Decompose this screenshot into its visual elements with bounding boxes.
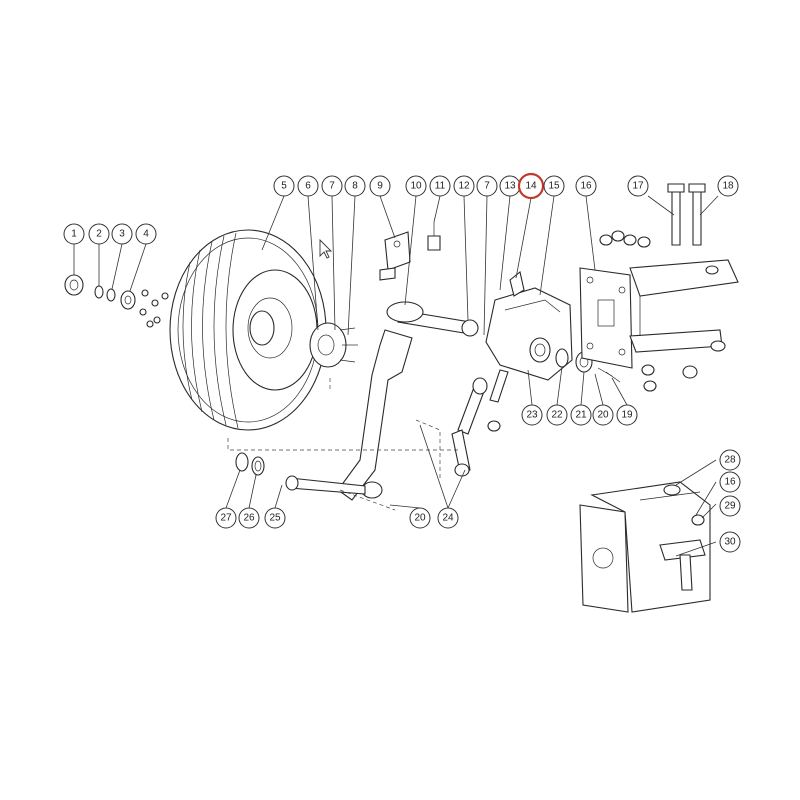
svg-text:28: 28 xyxy=(724,455,736,466)
svg-text:10: 10 xyxy=(410,181,422,192)
frame-mount xyxy=(579,259,739,369)
callout-21[interactable]: 21 xyxy=(570,404,592,426)
svg-text:30: 30 xyxy=(724,537,736,548)
svg-text:20: 20 xyxy=(597,410,609,421)
callout-9[interactable]: 9 xyxy=(369,175,391,197)
callout-14[interactable]: 14 xyxy=(517,172,545,200)
callout-13[interactable]: 13 xyxy=(499,175,521,197)
callout-3[interactable]: 3 xyxy=(111,223,133,245)
svg-text:20: 20 xyxy=(414,513,426,524)
callout-26[interactable]: 26 xyxy=(238,507,260,529)
svg-text:13: 13 xyxy=(504,181,516,192)
svg-text:23: 23 xyxy=(526,410,538,421)
steering-arm xyxy=(285,329,413,501)
svg-text:21: 21 xyxy=(575,410,587,421)
svg-text:27: 27 xyxy=(220,513,232,524)
tire xyxy=(169,229,327,431)
callout-16b[interactable]: 16 xyxy=(719,471,741,493)
mouse-cursor-icon xyxy=(319,238,333,259)
svg-text:6: 6 xyxy=(305,181,311,192)
callout-30[interactable]: 30 xyxy=(719,531,741,553)
svg-text:7: 7 xyxy=(484,181,490,192)
callout-23[interactable]: 23 xyxy=(521,404,543,426)
callout-7a[interactable]: 7 xyxy=(321,175,343,197)
axle-shaft xyxy=(386,301,479,337)
callout-4[interactable]: 4 xyxy=(135,223,157,245)
steering-cylinder xyxy=(451,369,509,477)
pin xyxy=(427,222,441,251)
callout-1[interactable]: 1 xyxy=(63,223,85,245)
callout-2[interactable]: 2 xyxy=(88,223,110,245)
svg-text:17: 17 xyxy=(632,181,644,192)
svg-text:19: 19 xyxy=(621,410,633,421)
svg-text:15: 15 xyxy=(548,181,560,192)
callout-12[interactable]: 12 xyxy=(453,175,475,197)
callout-7b[interactable]: 7 xyxy=(476,175,498,197)
svg-text:22: 22 xyxy=(551,410,563,421)
callout-5[interactable]: 5 xyxy=(273,175,295,197)
callout-17[interactable]: 17 xyxy=(627,175,649,197)
callout-19[interactable]: 19 xyxy=(616,404,638,426)
svg-text:9: 9 xyxy=(377,181,383,192)
svg-text:26: 26 xyxy=(243,513,255,524)
inset-assembly xyxy=(579,481,711,613)
svg-text:12: 12 xyxy=(458,181,470,192)
callout-24[interactable]: 24 xyxy=(437,507,459,529)
svg-text:2: 2 xyxy=(96,229,102,240)
spindle-bracket xyxy=(485,271,573,381)
nut-cluster xyxy=(599,230,726,392)
callout-20b[interactable]: 20 xyxy=(409,507,431,529)
svg-text:7: 7 xyxy=(329,181,335,192)
callout-8[interactable]: 8 xyxy=(344,175,366,197)
lower-bushings xyxy=(235,452,265,476)
svg-text:14: 14 xyxy=(525,181,537,192)
callout-16a[interactable]: 16 xyxy=(575,175,597,197)
mount-bolts xyxy=(667,183,706,246)
callout-28[interactable]: 28 xyxy=(719,449,741,471)
clevis-link xyxy=(379,231,411,281)
callout-25[interactable]: 25 xyxy=(264,507,286,529)
callout-29[interactable]: 29 xyxy=(719,495,741,517)
svg-text:16: 16 xyxy=(724,477,736,488)
svg-text:4: 4 xyxy=(143,229,149,240)
svg-text:5: 5 xyxy=(281,181,287,192)
hub-nut-stack xyxy=(64,274,169,328)
svg-text:18: 18 xyxy=(722,181,734,192)
callout-18[interactable]: 18 xyxy=(717,175,739,197)
svg-text:16: 16 xyxy=(580,181,592,192)
callout-11[interactable]: 11 xyxy=(429,175,451,197)
wheel-hub xyxy=(309,322,358,368)
callout-10[interactable]: 10 xyxy=(405,175,427,197)
svg-text:1: 1 xyxy=(71,229,77,240)
callout-22[interactable]: 22 xyxy=(546,404,568,426)
svg-text:3: 3 xyxy=(119,229,125,240)
callout-27[interactable]: 27 xyxy=(215,507,237,529)
assembly-guides xyxy=(227,378,460,511)
callout-6[interactable]: 6 xyxy=(297,175,319,197)
leader-lines xyxy=(73,195,719,557)
callout-20a[interactable]: 20 xyxy=(592,404,614,426)
svg-text:29: 29 xyxy=(724,501,736,512)
svg-text:8: 8 xyxy=(352,181,358,192)
callout-15[interactable]: 15 xyxy=(543,175,565,197)
svg-text:11: 11 xyxy=(435,181,446,192)
svg-text:24: 24 xyxy=(442,513,454,524)
svg-text:25: 25 xyxy=(269,513,281,524)
